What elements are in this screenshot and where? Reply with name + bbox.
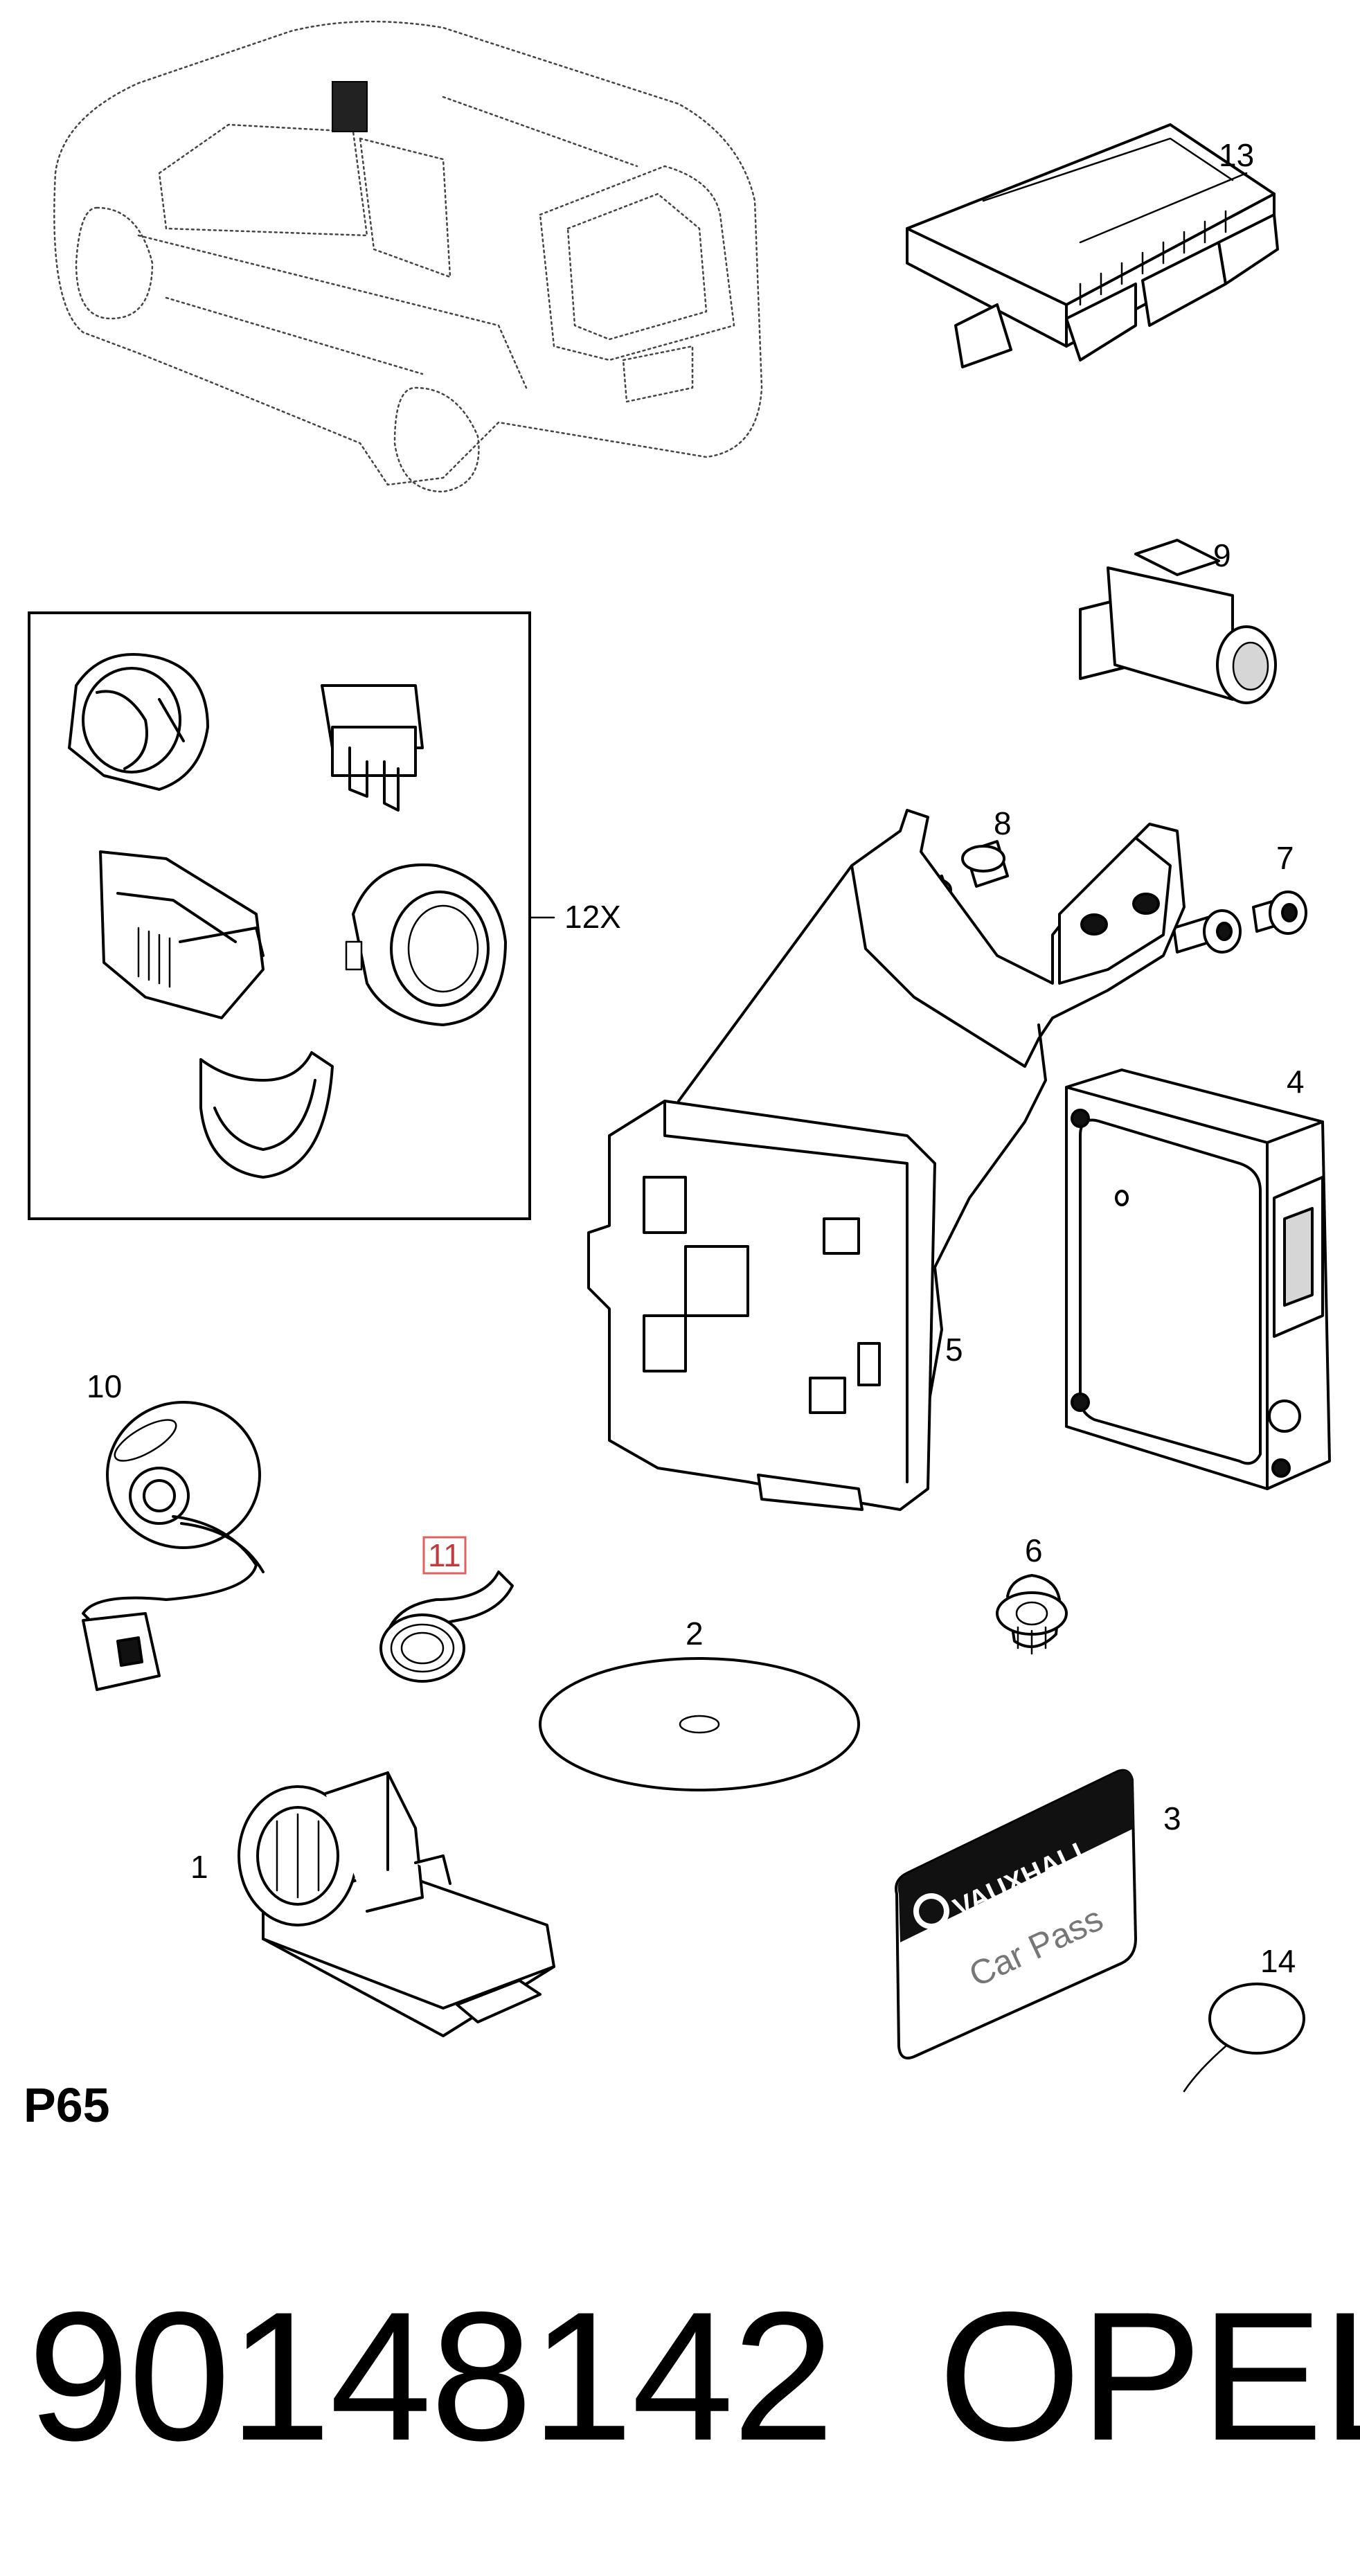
callout-14: 14 <box>1260 1943 1296 1979</box>
callout-13: 13 <box>1219 137 1254 173</box>
callout-4: 4 <box>1287 1064 1305 1100</box>
callout-12x: 12X <box>564 899 621 935</box>
callout-3: 3 <box>1163 1800 1181 1836</box>
callout-8: 8 <box>994 805 1012 841</box>
callout-11: 11 <box>428 1537 461 1573</box>
part-1-immobiliser-coil: 1 <box>190 1771 555 2037</box>
callout-10: 10 <box>87 1368 122 1404</box>
callout-9: 9 <box>1213 537 1231 573</box>
part-11-tape-roll: 11 <box>379 1536 514 1683</box>
part-14-pad-with-wire: 14 <box>1183 1943 1305 2093</box>
callout-2: 2 <box>686 1616 704 1652</box>
car-illustration <box>53 20 763 493</box>
connector-pins <box>1079 210 1227 306</box>
part-number: 90148142 <box>28 2274 834 2479</box>
part-4-control-module: 4 <box>1065 1064 1331 1490</box>
brand-name: OPEL <box>938 2274 1360 2479</box>
callout-6: 6 <box>1025 1532 1043 1568</box>
part-2-disc: 2 <box>539 1616 860 1791</box>
callout-1: 1 <box>190 1849 208 1885</box>
part-3-car-pass-card: VAUXHALL Car Pass 3 <box>895 1769 1181 2060</box>
page-code: P65 <box>24 2078 110 2132</box>
part-7-screws: 7 <box>1172 840 1307 954</box>
part-5-bracket: 5 <box>587 809 1185 1511</box>
highlight-box <box>422 1536 467 1575</box>
part-13-control-unit: 13 <box>906 123 1279 368</box>
part-10-sensor-with-cable: 10 <box>82 1368 265 1691</box>
module-location-marker <box>332 81 368 132</box>
part-12x-kit-inset: 12X <box>28 611 621 1220</box>
part-6-clip: 6 <box>996 1532 1068 1655</box>
part-9-parking-sensor: 9 <box>1079 537 1277 704</box>
callout-7: 7 <box>1276 840 1294 876</box>
callout-5: 5 <box>945 1332 963 1368</box>
